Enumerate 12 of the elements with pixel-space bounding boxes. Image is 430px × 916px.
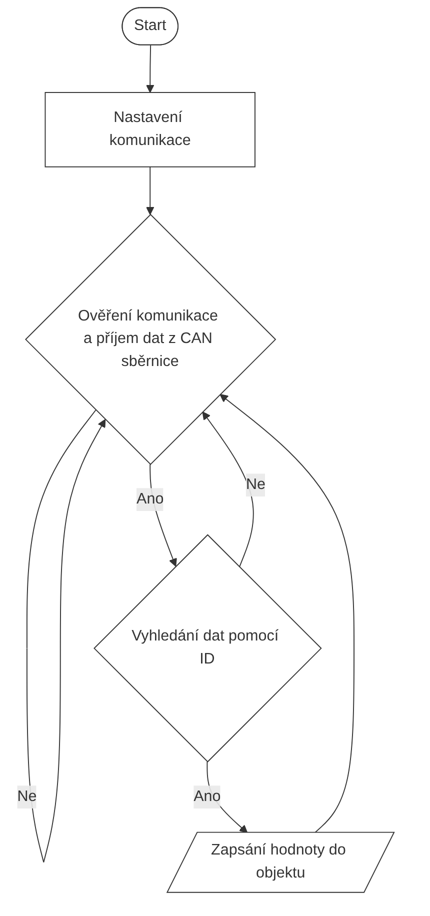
arrow <box>146 44 154 93</box>
edge-label: Ne <box>246 476 266 493</box>
arrow <box>220 394 354 834</box>
edge-label: Ano <box>194 788 221 805</box>
edge-label: Ne <box>17 788 37 805</box>
arrow <box>26 410 106 863</box>
arrow <box>202 411 254 568</box>
node-diamond: Ověření komunikace a příjem dat z CAN sběrnice <box>25 214 276 465</box>
node-box: Nastavení komunikace <box>44 92 256 168</box>
arrow <box>146 166 154 215</box>
node-diamond: Vyhledání dat pomocí ID <box>94 534 322 762</box>
edge-label: Ano <box>136 490 164 508</box>
